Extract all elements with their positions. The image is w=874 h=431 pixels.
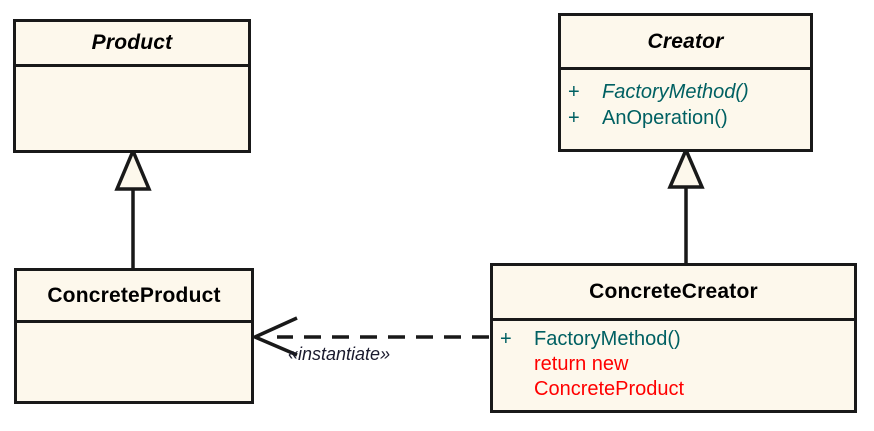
member-row: + FactoryMethod() — [500, 327, 854, 352]
visibility-marker: + — [568, 107, 580, 129]
compartment-divider — [16, 64, 248, 67]
compartment-divider — [561, 67, 810, 70]
member-row: + FactoryMethod() — [568, 79, 810, 105]
class-box-product[interactable]: Product — [13, 19, 251, 153]
generalization-concretecreator-to-creator — [667, 145, 705, 264]
class-box-concretecreator[interactable]: ConcreteCreator + FactoryMethod() return… — [490, 263, 857, 413]
class-name-creator: Creator — [647, 29, 724, 53]
member-name: AnOperation() — [602, 107, 728, 129]
generalization-concreteproduct-to-product — [114, 146, 152, 269]
class-box-concreteproduct[interactable]: ConcreteProduct — [14, 268, 254, 404]
member-row: + AnOperation() — [568, 105, 810, 131]
visibility-marker: + — [568, 81, 580, 103]
method-body-note-line: ConcreteProduct — [534, 378, 685, 400]
visibility-marker: + — [500, 328, 512, 350]
hollow-triangle-arrowhead-right — [667, 145, 705, 189]
class-box-creator[interactable]: Creator + FactoryMethod() + AnOperation(… — [558, 13, 813, 152]
class-name-concretecreator: ConcreteCreator — [589, 280, 758, 303]
members-compartment-concretecreator: + FactoryMethod() return new ConcretePro… — [493, 321, 854, 410]
members-compartment-concreteproduct — [17, 323, 251, 401]
stereotype-label-instantiate: «instantiate» — [288, 344, 391, 364]
class-name-product: Product — [91, 31, 173, 54]
members-compartment-creator: + FactoryMethod() + AnOperation() — [561, 70, 810, 149]
method-body-note-line: return new — [534, 353, 629, 375]
members-compartment-product — [16, 67, 248, 150]
member-name: FactoryMethod() — [534, 328, 681, 350]
member-name: FactoryMethod() — [602, 81, 749, 103]
class-name-concreteproduct: ConcreteProduct — [47, 283, 221, 307]
hollow-triangle-arrowhead-left — [114, 146, 152, 191]
compartment-divider — [17, 320, 251, 323]
compartment-divider — [493, 318, 854, 321]
